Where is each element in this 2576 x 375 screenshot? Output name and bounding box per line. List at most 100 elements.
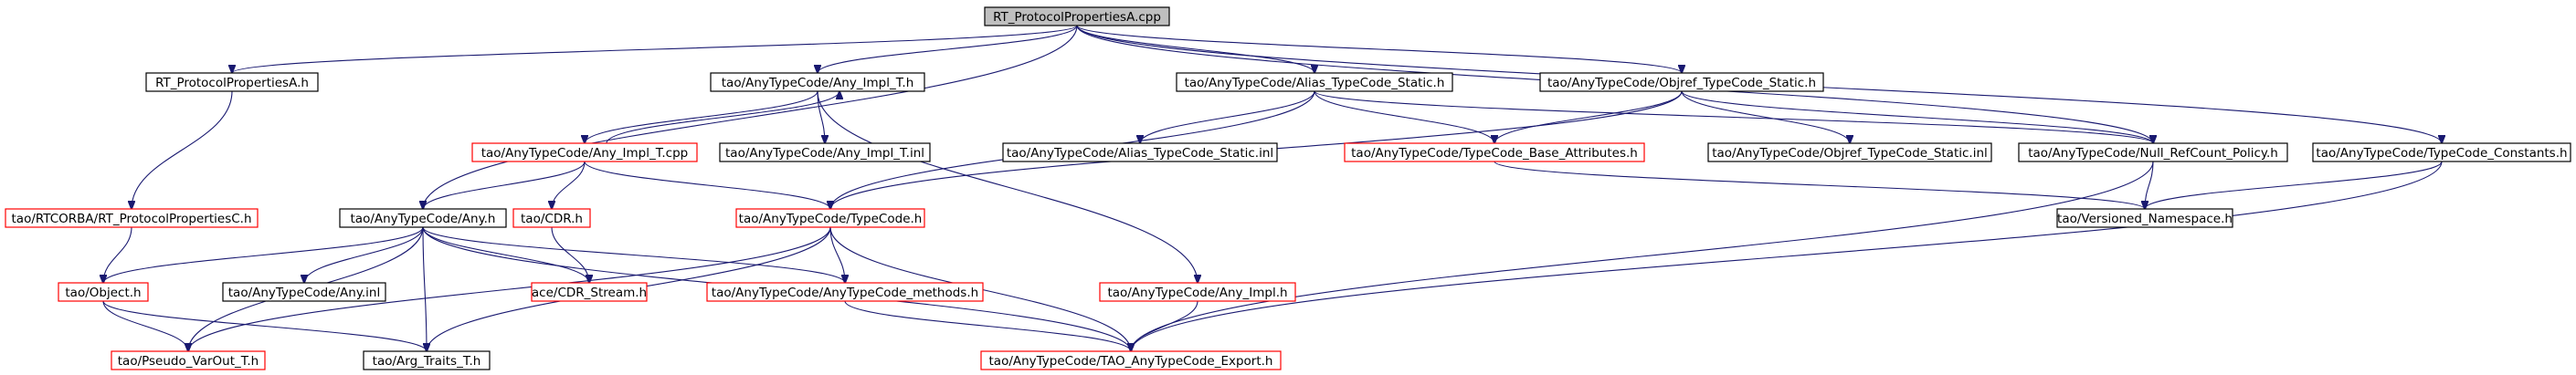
edge-cdr_h-to-cdr_stream_h <box>551 226 589 283</box>
node-rtcorba-c-h[interactable]: tao/RTCORBA/RT_ProtocolPropertiesC.h <box>5 208 259 228</box>
node-box <box>363 350 491 370</box>
edge-any_impl_t_h-to-any_impl_h <box>817 90 1198 283</box>
node-label: tao/AnyTypeCode/AnyTypeCode_methods.h <box>712 286 978 300</box>
edge-any_impl_t_cpp-to-any_impl_t_h <box>606 91 839 144</box>
node-box <box>2056 208 2233 228</box>
node-any-impl-t-h[interactable]: tao/AnyTypeCode/Any_Impl_T.h <box>710 72 925 92</box>
node-label: tao/Pseudo_VarOut_T.h <box>118 354 259 369</box>
edge-tc_constants_h-to-tao_export_h <box>1131 161 2443 351</box>
edge-objref_static_h-to-objref_static_inl <box>1681 90 1850 143</box>
node-cdr-stream-h[interactable]: ace/CDR_Stream.h <box>531 282 648 302</box>
edge-alias_static_h-to-null_refcount_h <box>1314 90 2153 143</box>
node-cdr-h[interactable]: tao/CDR.h <box>512 208 591 228</box>
edge-any_impl_t_cpp-to-typecode_h <box>584 161 830 209</box>
node-box <box>1344 142 1645 162</box>
edge-root-to-any_h <box>423 25 1078 209</box>
node-box <box>512 208 591 228</box>
node-tc-base-attr-h[interactable]: tao/AnyTypeCode/TypeCode_Base_Attributes… <box>1344 142 1645 162</box>
node-box <box>1099 282 1296 302</box>
edge-objref_static_h-to-null_refcount_h <box>1681 90 2153 143</box>
edge-any_h-to-arg_traits_h <box>422 226 427 351</box>
node-label: tao/CDR.h <box>521 212 583 226</box>
node-any-impl-t-inl[interactable]: tao/AnyTypeCode/Any_Impl_T.inl <box>719 142 931 162</box>
node-box <box>1176 72 1453 92</box>
node-label: ace/CDR_Stream.h <box>532 286 647 300</box>
node-alias-static-h[interactable]: tao/AnyTypeCode/Alias_TypeCode_Static.h <box>1176 72 1453 92</box>
edge-null_refcount_h-to-tao_export_h <box>1131 161 2154 351</box>
node-arg-traits-h[interactable]: tao/Arg_Traits_T.h <box>363 350 491 370</box>
node-label: tao/Versioned_Namespace.h <box>2057 212 2233 226</box>
node-box <box>980 350 1282 370</box>
edge-object_h-to-pseudo_varout_h <box>102 300 188 351</box>
node-box <box>111 350 266 370</box>
node-label: tao/AnyTypeCode/TAO_AnyTypeCode_Export.h <box>989 354 1273 369</box>
node-box <box>471 142 698 162</box>
node-any-h[interactable]: tao/AnyTypeCode/Any.h <box>339 208 507 228</box>
node-box <box>222 282 386 302</box>
node-box <box>2312 142 2571 162</box>
node-box <box>706 282 984 302</box>
node-label: tao/AnyTypeCode/Any_Impl_T.cpp <box>481 146 689 161</box>
node-box <box>145 72 319 92</box>
node-objref-static-h[interactable]: tao/AnyTypeCode/Objref_TypeCode_Static.h <box>1539 72 1824 92</box>
node-label: tao/AnyTypeCode/Any_Impl_T.h <box>722 76 914 90</box>
edge-any_impl_t_cpp-to-cdr_h <box>552 161 586 209</box>
node-rtpa-h[interactable]: RT_ProtocolPropertiesA.h <box>145 72 319 92</box>
edge-alias_static_h-to-tc_base_attr_h <box>1314 90 1494 143</box>
node-label: tao/AnyTypeCode/TypeCode_Base_Attributes… <box>1351 146 1638 161</box>
edge-null_refcount_h-to-versioned_ns_h <box>2145 161 2154 209</box>
node-box <box>719 142 931 162</box>
node-label: tao/AnyTypeCode/Any.h <box>351 212 496 226</box>
node-box <box>1707 142 1992 162</box>
node-label: tao/AnyTypeCode/Objref_TypeCode_Static.h <box>1547 76 1816 90</box>
edge-alias_static_h-to-alias_static_inl <box>1140 90 1315 143</box>
node-any-inl[interactable]: tao/AnyTypeCode/Any.inl <box>222 282 386 302</box>
node-root: RT_ProtocolPropertiesA.cpp <box>984 6 1170 26</box>
edge-any_h-to-cdr_stream_h <box>422 226 589 283</box>
node-alias-static-inl[interactable]: tao/AnyTypeCode/Alias_TypeCode_Static.in… <box>1002 142 1278 162</box>
node-any-impl-t-cpp[interactable]: tao/AnyTypeCode/Any_Impl_T.cpp <box>471 142 698 162</box>
node-box <box>1539 72 1824 92</box>
node-label: tao/Arg_Traits_T.h <box>373 354 481 369</box>
edge-tc_base_attr_h-to-versioned_ns_h <box>1494 161 2145 209</box>
node-tao-export-h[interactable]: tao/AnyTypeCode/TAO_AnyTypeCode_Export.h <box>980 350 1282 370</box>
node-null-refcount-h[interactable]: tao/AnyTypeCode/Null_RefCount_Policy.h <box>2018 142 2288 162</box>
edge-object_h-to-arg_traits_h <box>102 300 427 351</box>
node-pseudo-varout-h[interactable]: tao/Pseudo_VarOut_T.h <box>111 350 266 370</box>
edge-typecode_h-to-pseudo_varout_h <box>188 226 831 351</box>
node-box <box>339 208 507 228</box>
node-label: RT_ProtocolPropertiesA.cpp <box>993 10 1161 25</box>
edge-root-to-rtpa_h <box>232 25 1078 73</box>
edge-any_impl_t_cpp-to-any_h <box>423 161 586 209</box>
node-label: tao/AnyTypeCode/TypeCode.h <box>739 212 923 226</box>
edge-objref_static_h-to-tc_base_attr_h <box>1494 90 1683 143</box>
edge-any_h-to-any_inl <box>304 226 424 283</box>
node-tc-constants-h[interactable]: tao/AnyTypeCode/TypeCode_Constants.h <box>2312 142 2571 162</box>
node-box <box>735 208 925 228</box>
edge-any_h-to-tc_methods_h <box>422 226 845 283</box>
edge-any_impl_t_h-to-any_impl_t_cpp <box>585 90 818 143</box>
node-box <box>531 282 648 302</box>
node-label: tao/AnyTypeCode/Any.inl <box>228 286 380 300</box>
node-box <box>984 6 1170 26</box>
node-tc-methods-h[interactable]: tao/AnyTypeCode/AnyTypeCode_methods.h <box>706 282 984 302</box>
edge-any_h-to-object_h <box>103 226 424 283</box>
node-label: RT_ProtocolPropertiesA.h <box>155 76 309 90</box>
node-versioned-ns-h[interactable]: tao/Versioned_Namespace.h <box>2056 208 2233 228</box>
edge-tc_methods_h-to-tao_export_h <box>844 300 1131 351</box>
node-box <box>710 72 925 92</box>
node-label: tao/AnyTypeCode/TypeCode_Constants.h <box>2316 146 2567 161</box>
node-label: tao/Object.h <box>65 286 141 300</box>
node-label: tao/AnyTypeCode/Null_RefCount_Policy.h <box>2028 146 2278 161</box>
node-label: tao/AnyTypeCode/Alias_TypeCode_Static.h <box>1185 76 1445 90</box>
edge-root-to-objref_static_h <box>1076 25 1682 73</box>
node-typecode-h[interactable]: tao/AnyTypeCode/TypeCode.h <box>735 208 925 228</box>
edge-root-to-alias_static_h <box>1076 25 1314 73</box>
node-box <box>58 282 149 302</box>
node-object-h[interactable]: tao/Object.h <box>58 282 149 302</box>
node-label: tao/AnyTypeCode/Any_Impl_T.inl <box>725 146 924 161</box>
node-objref-static-inl[interactable]: tao/AnyTypeCode/Objref_TypeCode_Static.i… <box>1707 142 1992 162</box>
edge-tc_constants_h-to-versioned_ns_h <box>2145 161 2443 209</box>
node-label: tao/AnyTypeCode/Any_Impl.h <box>1107 286 1287 300</box>
node-any-impl-h[interactable]: tao/AnyTypeCode/Any_Impl.h <box>1099 282 1296 302</box>
